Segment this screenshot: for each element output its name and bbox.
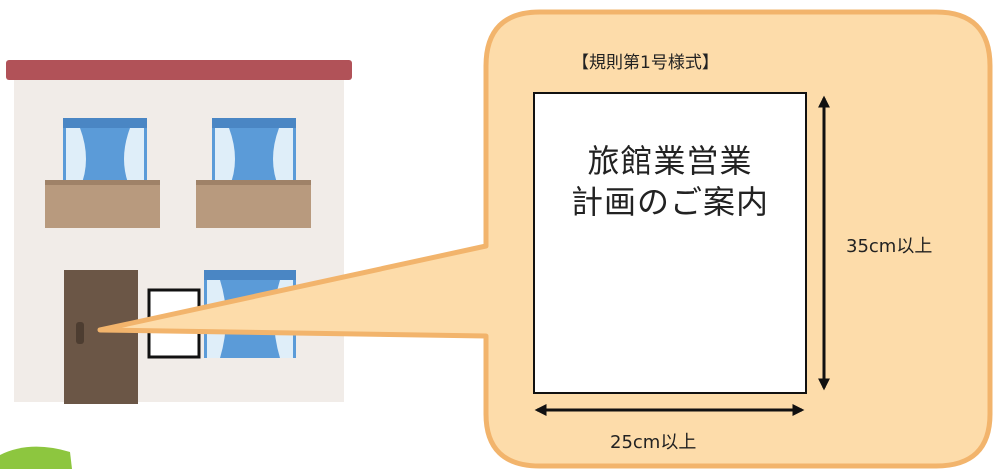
balcony-right — [196, 182, 311, 228]
balcony-left — [45, 182, 160, 228]
height-dimension-label: 35cm以上 — [846, 236, 933, 257]
upper-window-right — [212, 118, 296, 188]
sign-board — [533, 92, 807, 394]
width-dimension-label: 25cm以上 — [610, 432, 697, 453]
form-number-label: 【規則第1号様式】 — [572, 53, 719, 73]
sign-title-line1: 旅館業営業 — [587, 142, 753, 180]
house-roof — [6, 60, 352, 80]
house-illustration — [6, 60, 352, 404]
sign-title-line2: 計画のご案内 — [570, 183, 769, 221]
upper-window-left — [63, 118, 147, 188]
front-door — [64, 270, 138, 404]
corner-decoration — [0, 446, 72, 469]
